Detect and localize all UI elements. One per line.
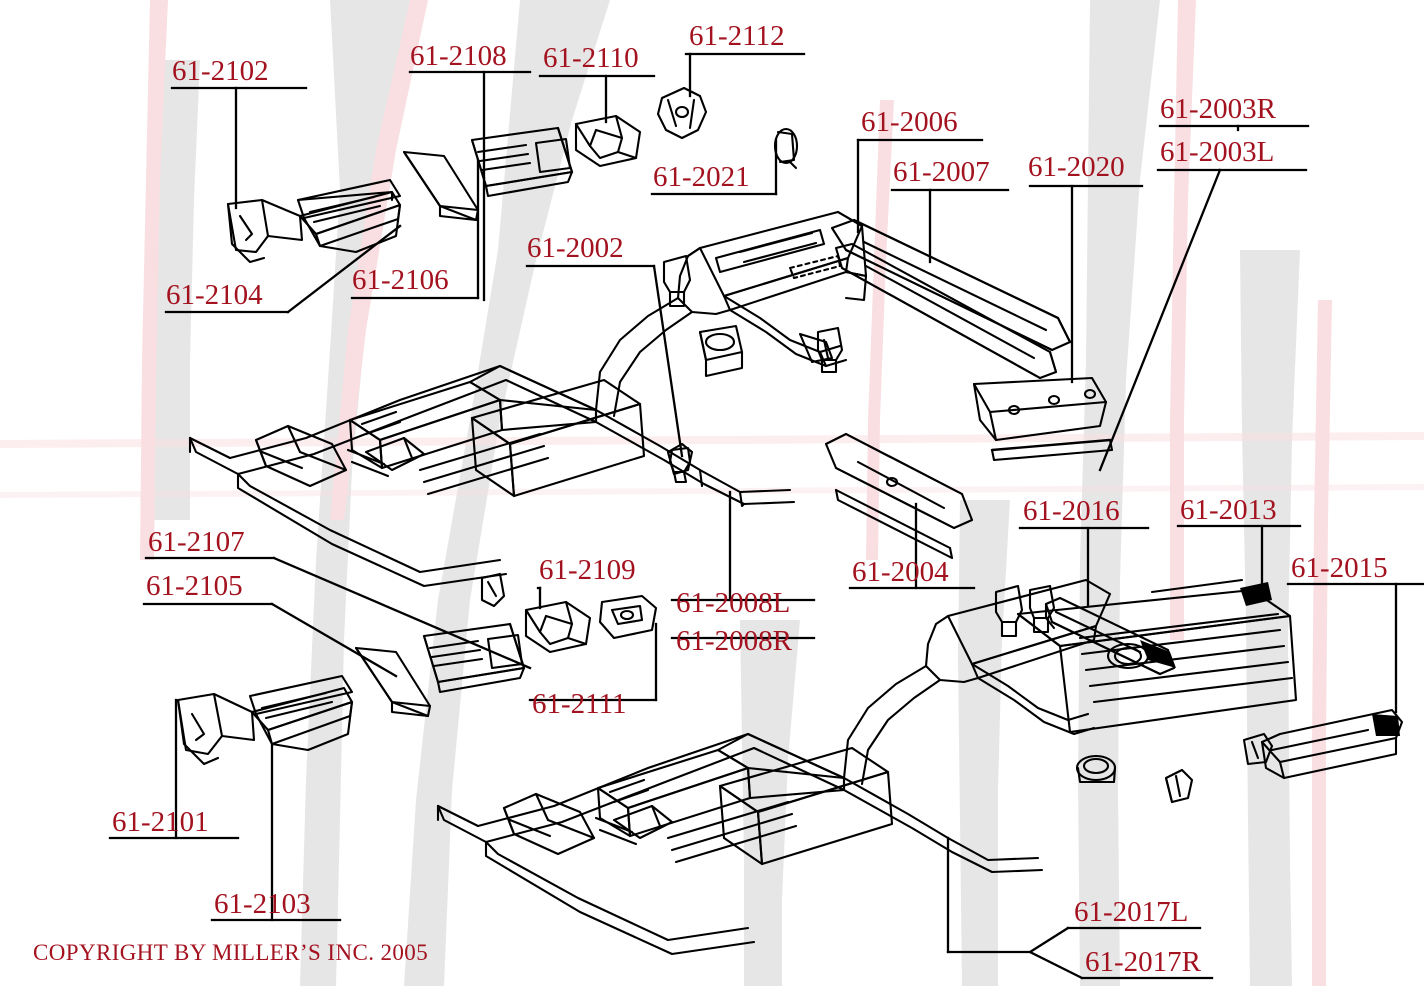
- part-label-61-2007: 61-2007: [893, 156, 990, 188]
- part-label-61-2112: 61-2112: [689, 20, 785, 52]
- part-61-2016-brace: [1044, 596, 1176, 676]
- part-61-2102-panel: [226, 198, 304, 264]
- part-label-61-2106: 61-2106: [352, 264, 449, 296]
- part-label-61-2002: 61-2002: [527, 232, 624, 264]
- body-mount-cone-upper-2: [816, 326, 844, 374]
- part-label-61-2110: 61-2110: [543, 42, 639, 74]
- body-mount-cone-upper-3: [668, 446, 692, 484]
- part-label-61-2013: 61-2013: [1180, 494, 1277, 526]
- part-61-2112-bracket: [656, 86, 708, 140]
- part-61-2111-bracket: [598, 594, 658, 640]
- part-label-61-2109: 61-2109: [539, 554, 636, 586]
- part-label-61-2020: 61-2020: [1028, 151, 1125, 183]
- small-clip-upper: [480, 572, 506, 608]
- part-label-61-2004: 61-2004: [852, 556, 949, 588]
- part-label-61-2017L: 61-2017L: [1074, 896, 1189, 928]
- part-label-61-2003L: 61-2003L: [1160, 136, 1275, 168]
- part-label-61-2006: 61-2006: [861, 106, 958, 138]
- drain-plug-lower: [1075, 754, 1117, 784]
- part-label-61-2015: 61-2015: [1291, 552, 1388, 584]
- copyright-notice: COPYRIGHT BY MILLER’S INC. 2005: [33, 940, 429, 965]
- part-label-61-2102: 61-2102: [172, 55, 269, 87]
- body-mount-cone-upper-1: [662, 254, 692, 308]
- part-61-2007-rocker-rail: [834, 242, 1058, 380]
- part-label-61-2104: 61-2104: [166, 279, 263, 311]
- part-61-2103-floor-section: [248, 674, 354, 752]
- part-label-61-2003R: 61-2003R: [1160, 93, 1276, 125]
- upper-floor-pan-assembly: [188, 210, 868, 588]
- part-61-2101-panel: [176, 692, 256, 766]
- part-label-61-2108: 61-2108: [410, 40, 507, 72]
- part-label-61-2021: 61-2021: [653, 161, 750, 193]
- part-61-2104-floor-section: [296, 178, 402, 254]
- part-label-61-2105: 61-2105: [146, 570, 243, 602]
- body-mount-cone-lower-2: [1028, 584, 1056, 634]
- part-61-2004-rocker-panel: [824, 432, 974, 560]
- part-61-2015-sill: [1260, 708, 1404, 780]
- part-label-61-2103: 61-2103: [214, 888, 311, 920]
- lower-floor-pan-assembly: [436, 578, 1298, 956]
- part-61-2110-bracket: [574, 114, 642, 168]
- part-61-2109-bracket: [524, 600, 592, 654]
- part-label-61-2111: 61-2111: [532, 688, 627, 720]
- tunnel-opening: [698, 324, 744, 378]
- part-61-2108-ribbed-panel: [470, 126, 574, 198]
- part-label-61-2008R: 61-2008R: [676, 625, 792, 657]
- part-label-61-2107: 61-2107: [148, 526, 245, 558]
- body-mount-cone-lower-1: [994, 584, 1024, 638]
- part-label-61-2008L: 61-2008L: [676, 587, 791, 619]
- part-label-61-2017R: 61-2017R: [1085, 946, 1201, 978]
- part-61-2105-strip: [354, 646, 432, 718]
- part-label-61-2016: 61-2016: [1023, 495, 1120, 527]
- part-label-61-2101: 61-2101: [112, 806, 209, 838]
